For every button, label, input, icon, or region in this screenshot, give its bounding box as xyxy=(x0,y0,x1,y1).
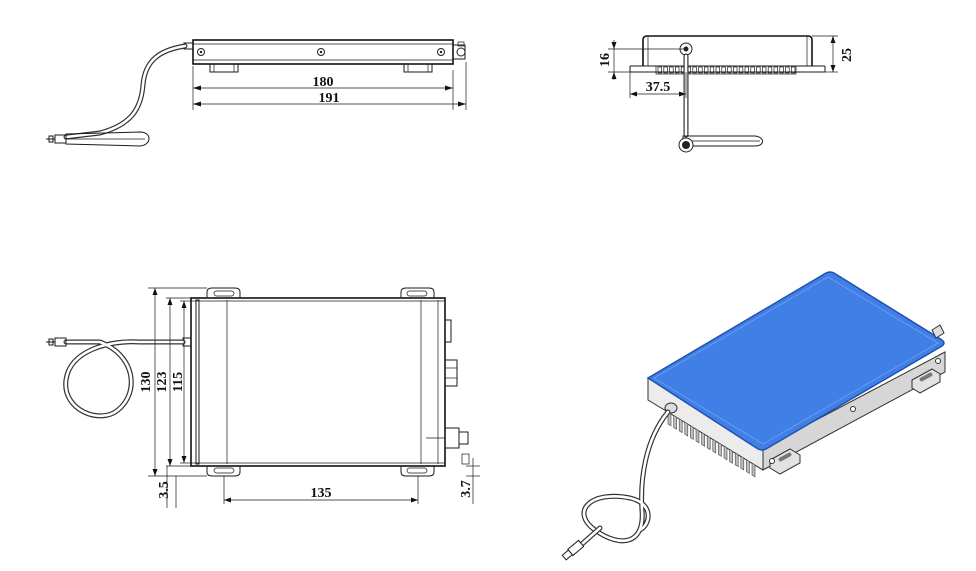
iso-fin xyxy=(701,431,705,447)
dim-191: 191 xyxy=(319,91,340,106)
mounting-foot xyxy=(403,63,433,73)
fin xyxy=(756,66,761,74)
iso-fin xyxy=(678,418,683,434)
fin xyxy=(721,66,726,74)
iso-fin xyxy=(695,428,700,444)
dim-25: 25 xyxy=(840,48,855,62)
side-view: 180 191 xyxy=(46,39,467,147)
fin xyxy=(709,66,715,74)
isometric-view xyxy=(561,271,946,561)
dim-130: 130 xyxy=(139,372,154,393)
fiber-cable xyxy=(63,43,188,140)
fin xyxy=(767,66,773,74)
fin xyxy=(663,66,668,74)
fin xyxy=(704,66,709,74)
dim-115: 115 xyxy=(171,372,186,392)
iso-fin xyxy=(729,448,733,464)
iso-fin xyxy=(712,438,717,454)
end-view-body xyxy=(642,35,813,66)
iso-mounting-tab xyxy=(911,368,941,394)
fin xyxy=(744,66,749,74)
iso-heat-sink-fins xyxy=(667,411,756,478)
mounting-foot xyxy=(209,63,239,73)
fin xyxy=(750,66,755,74)
fiber-connector-icon xyxy=(561,539,585,561)
iso-fin xyxy=(723,445,728,461)
connector-icon xyxy=(444,319,452,343)
iso-top-face xyxy=(646,271,945,451)
connector-icon xyxy=(931,324,945,339)
fin xyxy=(773,66,778,74)
iso-fin xyxy=(690,425,694,440)
fin xyxy=(727,66,732,74)
end-view: 16 25 37.5 xyxy=(598,35,855,153)
iso-fin xyxy=(751,462,756,478)
mounting-tab xyxy=(400,287,435,298)
mounting-tab xyxy=(400,466,435,477)
connector-icon xyxy=(444,359,458,387)
dim-123: 123 xyxy=(155,372,170,393)
iso-fin xyxy=(684,421,689,437)
fin xyxy=(715,66,720,74)
iso-fin xyxy=(718,442,722,457)
fin xyxy=(692,66,697,74)
mounting-tab xyxy=(206,466,241,477)
fin xyxy=(698,66,703,74)
iso-fin xyxy=(740,455,745,471)
dim-135: 135 xyxy=(311,486,332,501)
fin xyxy=(791,66,796,74)
connector-icon xyxy=(444,427,460,449)
fin xyxy=(762,66,767,74)
fin xyxy=(779,66,784,74)
iso-fin xyxy=(706,435,711,451)
top-view-body xyxy=(190,297,446,467)
dim-3-7: 3.7 xyxy=(459,480,474,498)
fin xyxy=(669,66,674,74)
iso-fin xyxy=(673,414,677,430)
fin xyxy=(785,66,790,74)
iso-fin xyxy=(734,452,739,468)
fin xyxy=(733,66,738,74)
iso-fin xyxy=(746,459,750,474)
fin xyxy=(738,66,744,74)
top-view: 130 123 115 3.5 135 3.7 xyxy=(46,287,480,508)
dim-3-5: 3.5 xyxy=(157,481,172,499)
mounting-tab xyxy=(206,287,241,298)
iso-mounting-tab xyxy=(769,448,801,475)
dim-37-5: 37.5 xyxy=(646,80,671,95)
fin xyxy=(675,66,680,74)
dim-16: 16 xyxy=(598,53,613,67)
dim-180: 180 xyxy=(313,75,334,90)
heat-sink-fins xyxy=(655,65,797,75)
fin xyxy=(657,66,662,74)
